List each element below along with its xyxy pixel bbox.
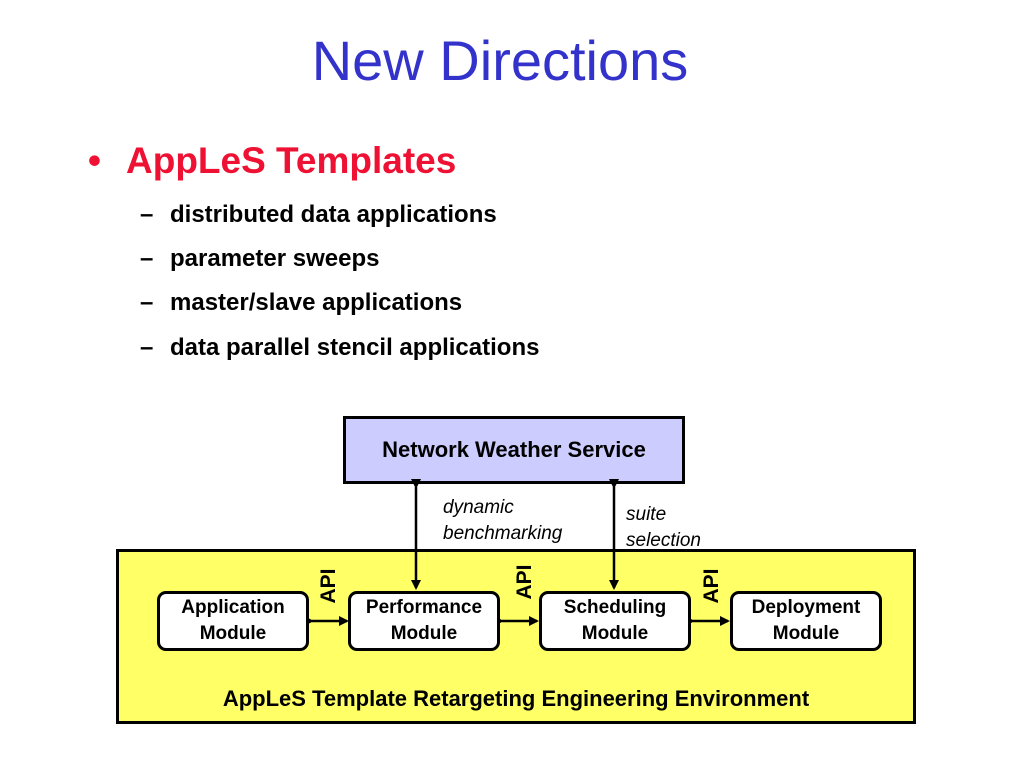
dynamic-benchmarking-note: dynamic benchmarking <box>443 495 562 547</box>
api-label-3: API <box>700 568 723 604</box>
note-line2: benchmarking <box>443 523 563 544</box>
api-label-2: API <box>513 564 536 600</box>
sub-bullet-text: master/slave applications <box>170 289 463 316</box>
suite-selection-note: suite selection <box>626 502 701 554</box>
note-line2: selection <box>626 530 701 551</box>
sub-bullet-text: parameter sweeps <box>170 245 380 272</box>
sub-bullet-text: distributed data applications <box>170 201 497 228</box>
module-label-line2: Module <box>581 623 649 644</box>
module-label-line1: Deployment <box>751 597 861 618</box>
module-label-line1: Application <box>181 597 285 618</box>
dash-marker: – <box>140 201 154 228</box>
bullet-marker: • <box>88 140 101 181</box>
note-line1: dynamic <box>443 497 514 518</box>
dash-marker: – <box>140 245 154 272</box>
environment-label: AppLeS Template Retargeting Engineering … <box>222 686 810 711</box>
module-label-line2: Module <box>772 623 840 644</box>
module-label-line1: Performance <box>365 597 483 618</box>
slide-title: New Directions <box>311 29 689 92</box>
sub-bullet-text: data parallel stencil applications <box>170 334 540 361</box>
note-line1: suite <box>626 504 667 525</box>
module-label-line2: Module <box>199 623 267 644</box>
dash-marker: – <box>140 334 154 361</box>
network-weather-service-box: Network Weather Service <box>343 416 685 484</box>
bullet-text: AppLeS Templates <box>126 140 457 181</box>
deployment-module-box: Deployment Module <box>730 591 882 651</box>
application-module-box: Application Module <box>157 591 309 651</box>
module-label-line1: Scheduling <box>563 597 667 618</box>
dash-marker: – <box>140 289 154 316</box>
performance-module-box: Performance Module <box>348 591 500 651</box>
nws-label: Network Weather Service <box>382 437 646 462</box>
scheduling-module-box: Scheduling Module <box>539 591 691 651</box>
module-label-line2: Module <box>390 623 458 644</box>
api-label-1: API <box>317 568 340 604</box>
